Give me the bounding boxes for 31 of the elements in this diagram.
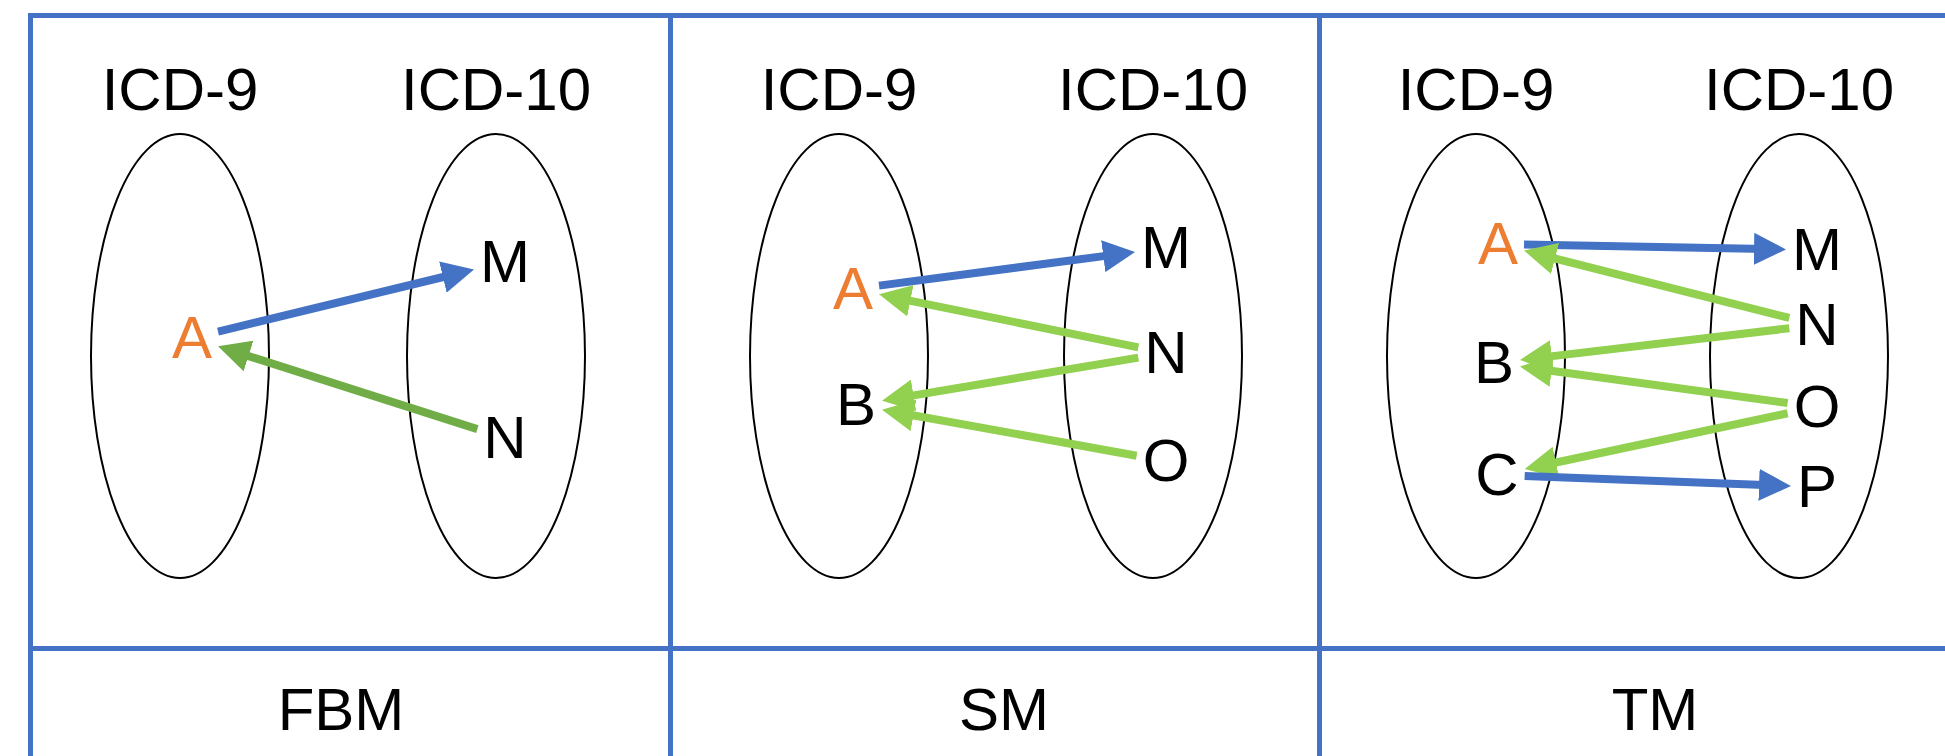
code-set-heading: ICD-9 [1396, 60, 1556, 120]
code-letter: C [1475, 445, 1519, 505]
code-letter: N [1144, 323, 1188, 383]
code-set-heading: ICD-9 [759, 60, 919, 120]
code-letter: M [1792, 220, 1842, 280]
mapping-type-label: FBM [277, 680, 405, 740]
code-letter: O [1793, 377, 1841, 437]
code-letter: N [483, 408, 527, 468]
code-set-heading: ICD-10 [1056, 60, 1250, 120]
arrow [882, 399, 1138, 460]
code-letter: M [1141, 218, 1191, 278]
code-letter: N [1795, 295, 1839, 355]
code-letter: A [1478, 214, 1518, 274]
arrow [218, 340, 479, 433]
code-letter: P [1797, 457, 1837, 517]
code-letter: B [1474, 333, 1514, 393]
arrow [1524, 242, 1791, 322]
mapping-type-label: SM [959, 680, 1049, 740]
arrow [1523, 232, 1786, 265]
code-set-heading: ICD-10 [399, 60, 593, 120]
code-set-heading: ICD-9 [100, 60, 260, 120]
arrow [878, 240, 1135, 290]
code-letter: O [1142, 431, 1190, 491]
code-letter: B [836, 375, 876, 435]
code-letter: A [172, 308, 212, 368]
code-letter: A [833, 259, 873, 319]
arrow [217, 261, 474, 336]
mapping-type-label: TM [1611, 680, 1699, 740]
code-set-heading: ICD-10 [1702, 60, 1896, 120]
arrow [879, 285, 1140, 352]
code-letter: M [480, 232, 530, 292]
